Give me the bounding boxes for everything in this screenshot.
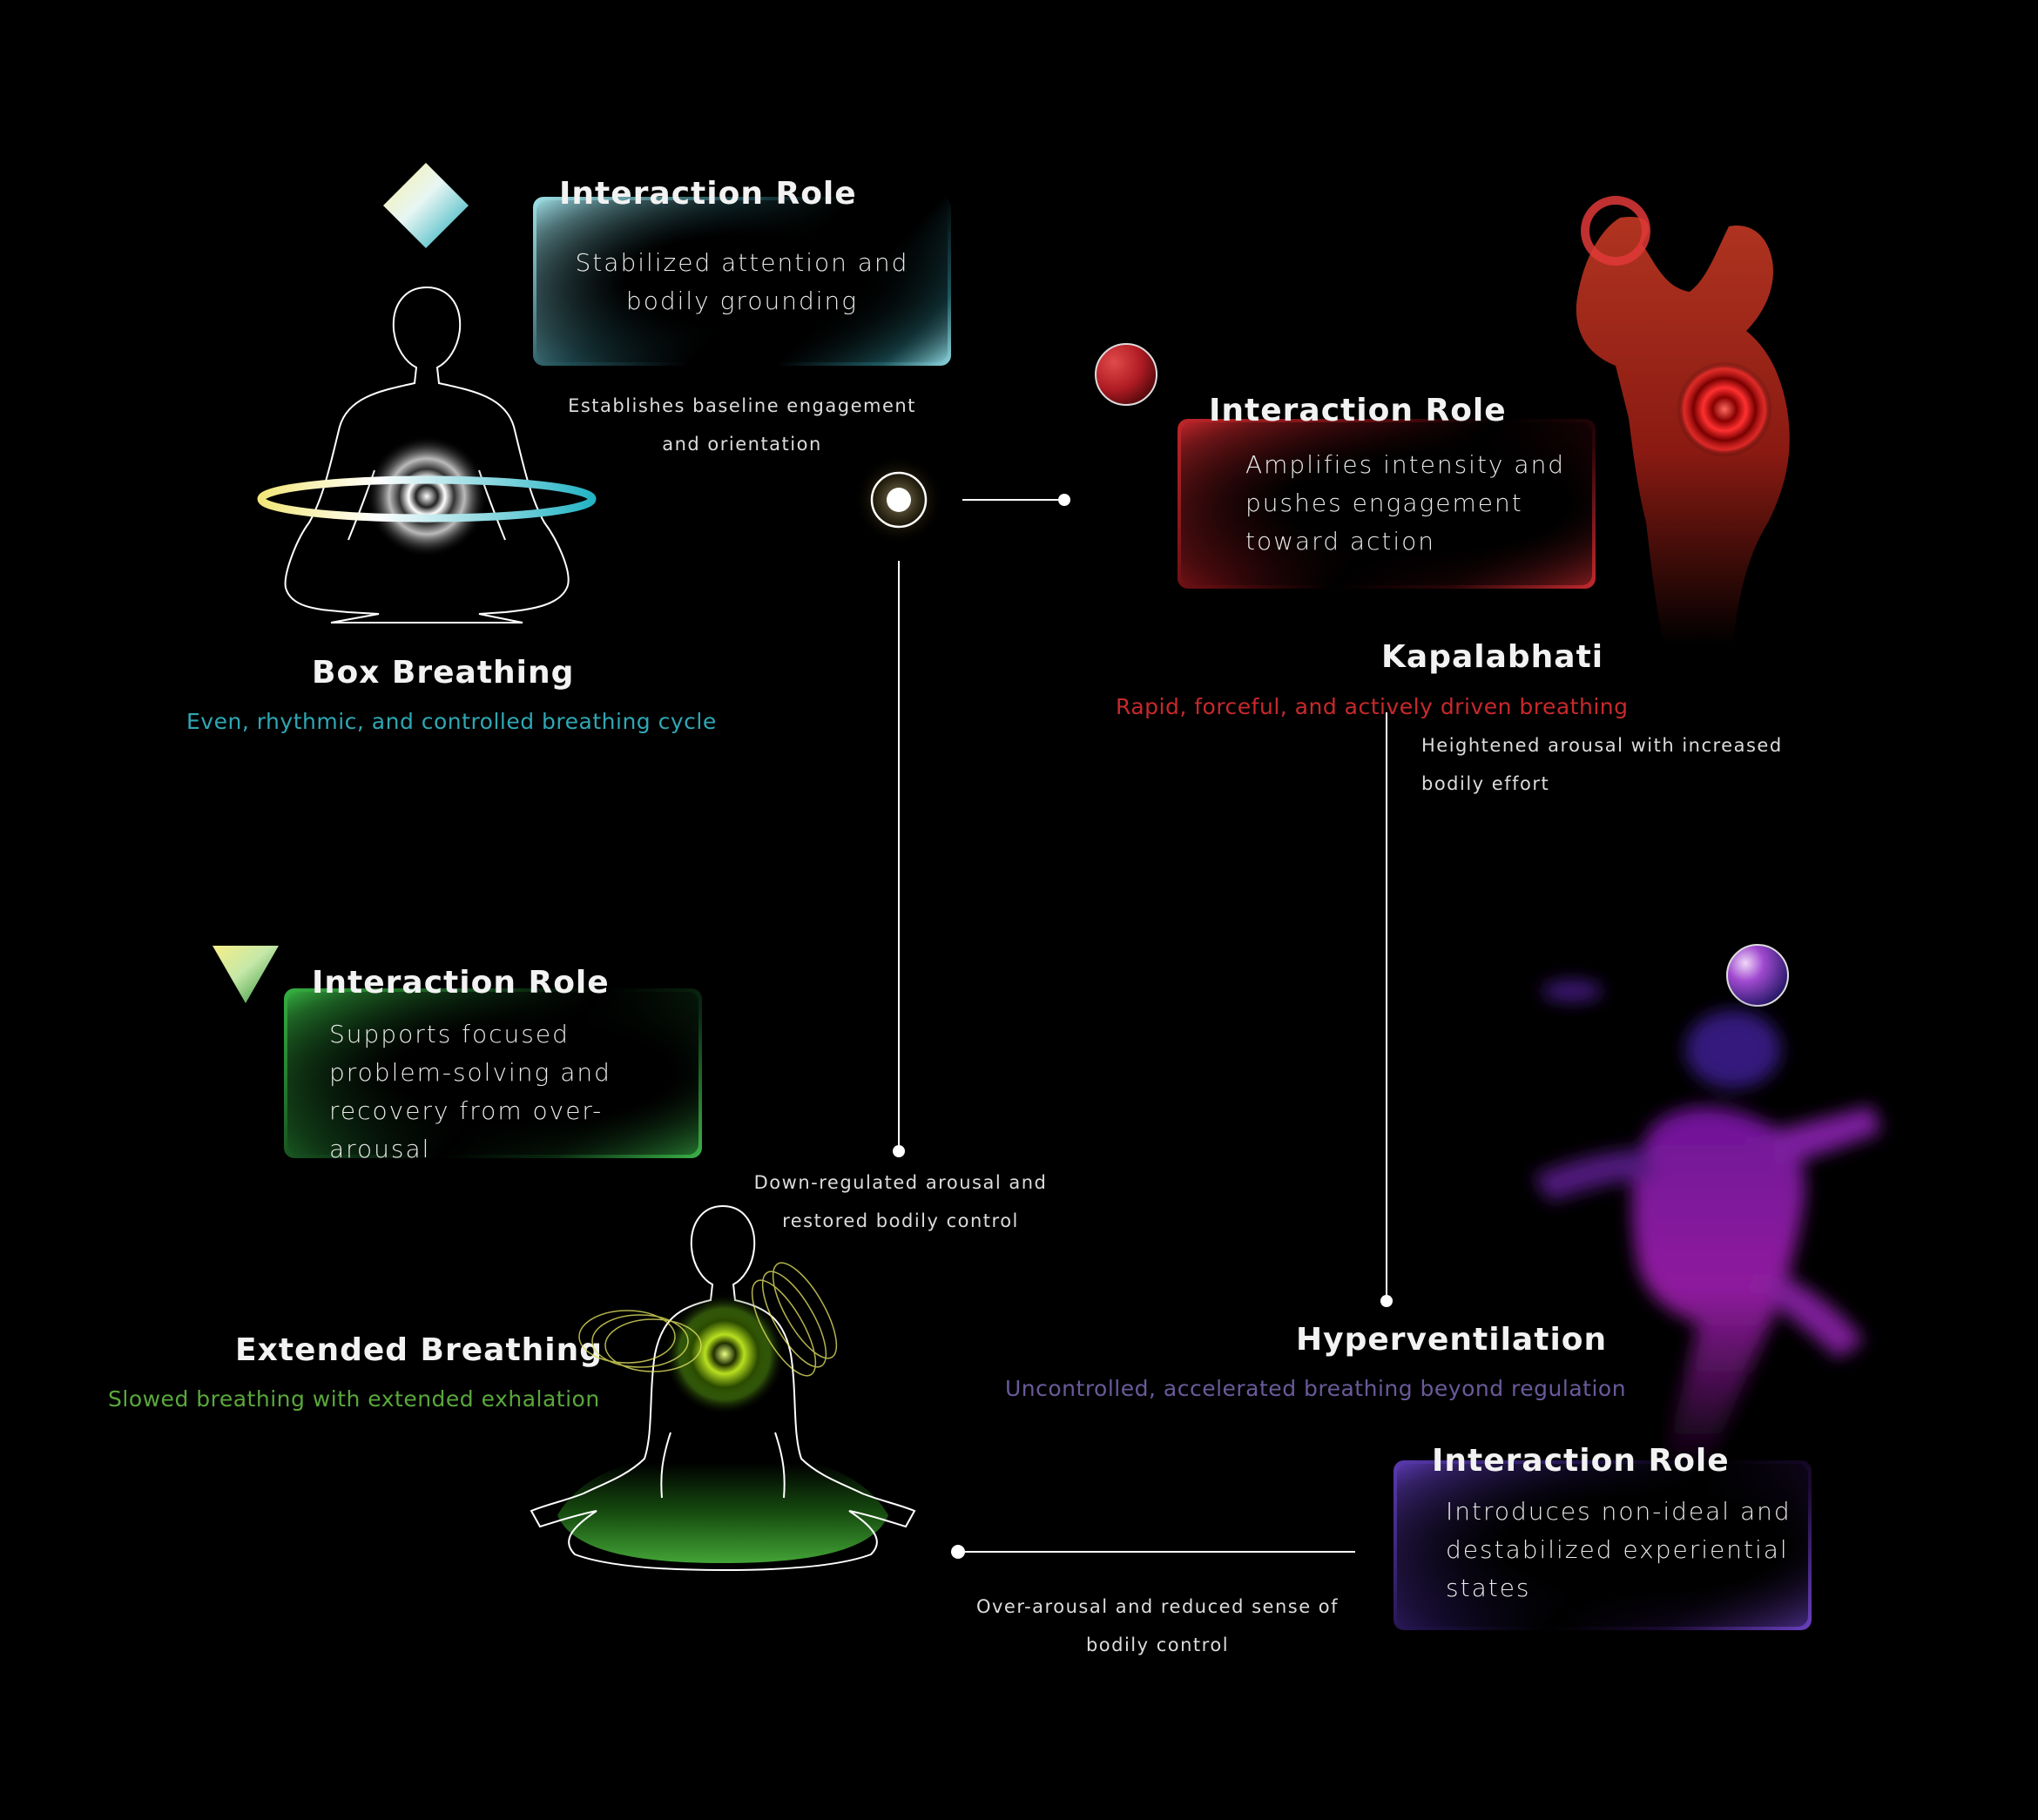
triangle-down-icon <box>213 946 279 1003</box>
connector-endpoint-kapalabhati <box>1058 494 1070 506</box>
extended-subtitle: Slowed breathing with extended exhalatio… <box>108 1386 600 1412</box>
hub-node <box>854 455 944 545</box>
circle-icon <box>1095 343 1157 406</box>
kapalabhati-subtitle: Rapid, forceful, and actively driven bre… <box>1116 694 1629 719</box>
hyperventilation-figure <box>1533 981 1881 1472</box>
box-breathing-figure <box>257 286 597 624</box>
kapalabhati-role-title: Interaction Role <box>1209 393 1507 428</box>
hyper-name: Hyperventilation <box>1296 1322 1608 1358</box>
connector-endpoint-hyper <box>1380 1295 1393 1307</box>
kapalabhati-name: Kapalabhati <box>1381 639 1604 675</box>
extended-name: Extended Breathing <box>235 1332 604 1368</box>
box-name: Box Breathing <box>312 655 575 691</box>
hyper-subtitle: Uncontrolled, accelerated breathing beyo… <box>1005 1376 1627 1401</box>
connector-endpoint-extended <box>893 1145 905 1157</box>
box-role-title: Interaction Role <box>559 176 857 212</box>
sphere-icon <box>1726 944 1789 1007</box>
diamond-icon <box>383 163 469 248</box>
hyper-role-title: Interaction Role <box>1432 1443 1730 1479</box>
extended-breathing-figure <box>530 1204 916 1572</box>
connector-endpoint-extended-bottom <box>951 1545 965 1559</box>
kapalabhati-figure <box>1576 196 1790 644</box>
extended-role-title: Interaction Role <box>312 965 610 1001</box>
box-subtitle: Even, rhythmic, and controlled breathing… <box>186 709 717 734</box>
